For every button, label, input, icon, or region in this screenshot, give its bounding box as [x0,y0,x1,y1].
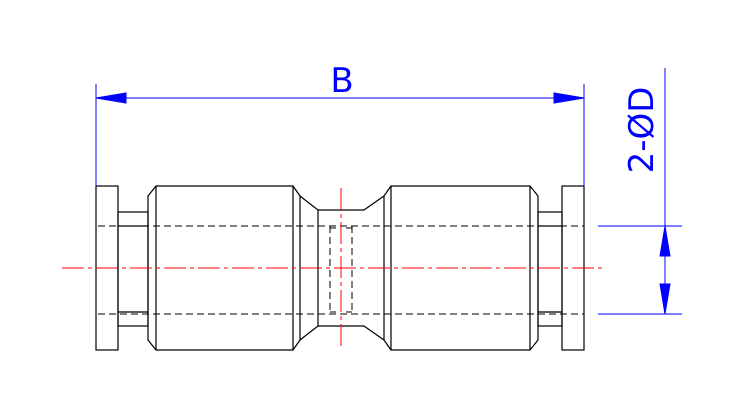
dimension-b-arrow-left [95,92,127,104]
centerlines [62,188,606,350]
dimension-b [95,84,585,186]
dimension-d [598,68,682,315]
dimension-b-label: B [330,61,353,101]
right-neck [537,211,563,327]
left-neck [117,211,149,327]
dimension-d-label: 2-ØD [622,87,662,174]
dimension-b-arrow-right [553,92,585,104]
dimension-d-arrow-bottom [659,283,671,315]
dimension-d-arrow-top [659,225,671,257]
